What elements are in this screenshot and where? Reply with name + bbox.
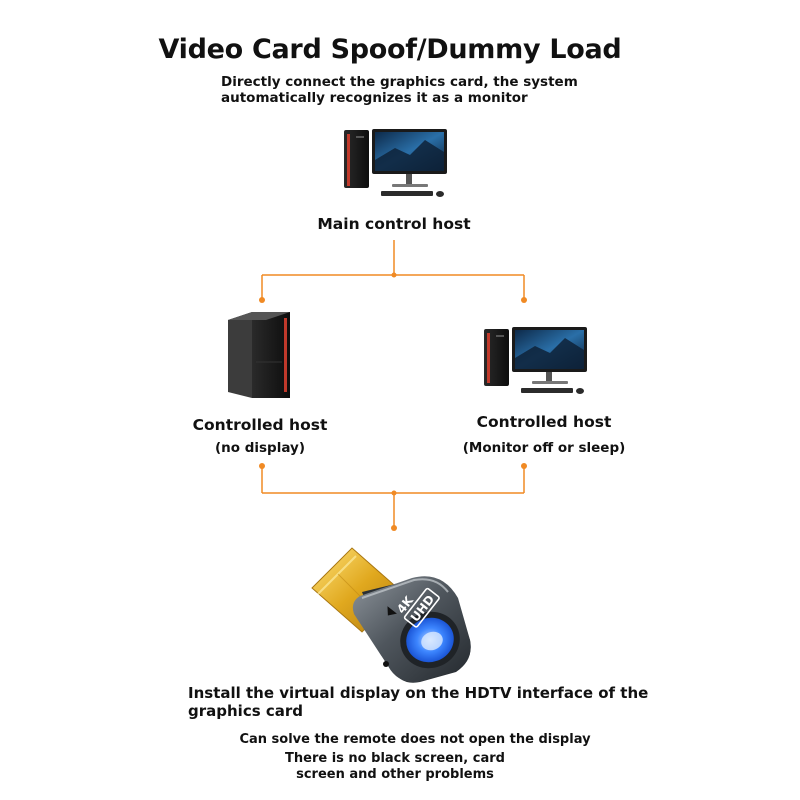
install-caption: Install the virtual display on the HDTV … xyxy=(188,684,708,720)
hdmi-dummy-plug-icon xyxy=(311,547,471,683)
problems-caption: There is no black screen, card screen an… xyxy=(250,751,540,783)
solve-caption: Can solve the remote does not open the d… xyxy=(239,732,591,747)
install-line-1: Install the virtual display on the HDTV … xyxy=(188,684,649,702)
problems-line-2: screen and other problems xyxy=(296,767,494,782)
install-line-2: graphics card xyxy=(188,702,304,720)
connector-dots xyxy=(259,272,527,531)
subtitle-line-1: Directly connect the graphics card, the … xyxy=(221,74,578,90)
main-control-host-label: Main control host xyxy=(317,215,471,233)
subtitle-line-2: automatically recognizes it as a monitor xyxy=(221,90,528,106)
left-host-label: Controlled host xyxy=(192,416,328,434)
right-host-sublabel: (Monitor off or sleep) xyxy=(462,440,626,456)
page-title: Video Card Spoof/Dummy Load xyxy=(158,34,622,65)
controlled-host-tower-icon xyxy=(228,312,290,398)
controlled-host-monitor-icon xyxy=(484,327,587,394)
main-control-host-icon xyxy=(344,129,447,197)
problems-line-1: There is no black screen, card xyxy=(285,751,505,766)
left-host-sublabel: (no display) xyxy=(214,440,306,456)
page-subtitle: Directly connect the graphics card, the … xyxy=(221,74,601,106)
right-host-label: Controlled host xyxy=(476,413,612,431)
